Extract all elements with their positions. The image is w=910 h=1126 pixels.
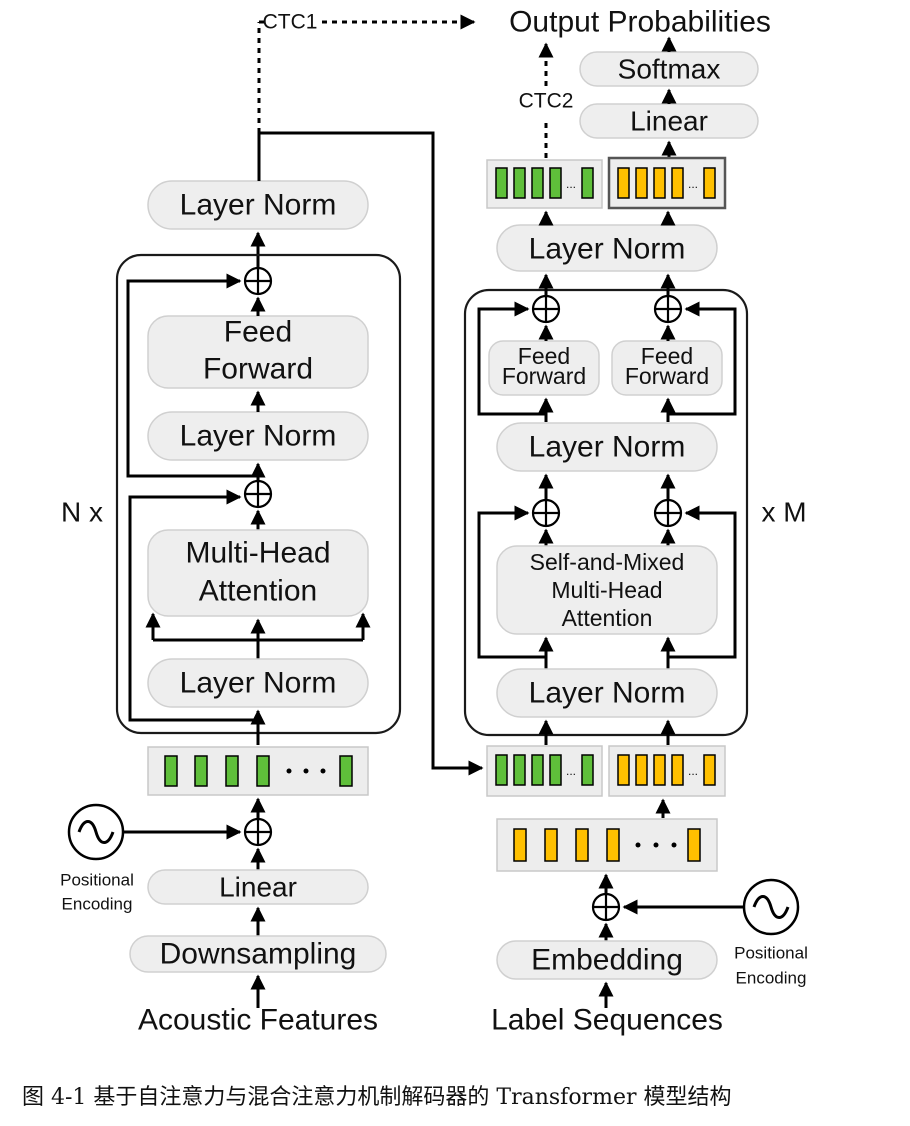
embedding-block: Embedding [496, 940, 718, 980]
encoder-positional-encoding-icon [67, 803, 125, 861]
encoder-layer-norm-mid-label: Layer Norm [180, 420, 337, 453]
encoder-attn-line1: Multi-Head [185, 537, 330, 570]
decoder-pe-line1: Positional [734, 944, 808, 963]
decoder-label-tokens [496, 818, 718, 872]
decoder-residual-bottom-left [477, 505, 546, 659]
decoder-layer-stack [463, 288, 749, 737]
decoder-layer-norm-mid: Layer Norm [496, 422, 718, 472]
decoder-add-mid-right-icon [653, 498, 683, 528]
decoder-attn-line2: Multi-Head [551, 577, 662, 603]
decoder-output-green-tokens: ... [486, 159, 603, 209]
softmax-block: Softmax [579, 51, 759, 87]
decoder-ff-right-line2: Forward [625, 363, 709, 389]
encoder-residual-top [126, 273, 258, 478]
ellipsis: ... [566, 177, 576, 191]
encoder-layer-norm-mid: Layer Norm [147, 411, 369, 461]
decoder-ff-left-line1: Feed [518, 343, 570, 369]
decoder-output-orange-tokens: ... [607, 156, 727, 210]
encoder-attn-line2: Attention [199, 575, 317, 608]
decoder-layer-norm-top: Layer Norm [496, 224, 718, 272]
decoder-pe-line2: Encoding [736, 969, 807, 988]
acoustic-features-label: Acoustic Features [138, 1004, 378, 1037]
decoder-attn-line1: Self-and-Mixed [530, 549, 685, 575]
decoder-feed-forward-left: Feed Forward [488, 340, 600, 396]
output-probabilities-label: Output Probabilities [509, 6, 771, 39]
encoder-pe-line2: Encoding [62, 895, 133, 914]
embedding-label: Embedding [531, 944, 683, 977]
decoder-add-top-left-icon [531, 294, 561, 324]
encoder-residual-bottom [128, 489, 258, 722]
encoder-layer-norm-bottom: Layer Norm [147, 658, 369, 708]
decoder-layer-norm-mid-label: Layer Norm [529, 431, 686, 464]
decoder-repeat-label: x M [761, 497, 806, 528]
decoder-layer-norm-top-label: Layer Norm [529, 233, 686, 266]
encoder-add-pos-icon [243, 817, 273, 847]
decoder-add-top-right-icon [653, 294, 683, 324]
decoder-layer-norm-bottom: Layer Norm [496, 668, 718, 718]
decoder-residual-top-right [668, 301, 737, 416]
ellipsis: ... [688, 764, 698, 778]
decoder-layer-norm-bottom-label: Layer Norm [529, 677, 686, 710]
encoder-multi-head-attention: Multi-Head Attention [147, 529, 369, 617]
decoder-linear-label: Linear [630, 106, 708, 137]
encoder-ff-line2: Forward [203, 353, 313, 386]
decoder-residual-top-left [477, 301, 546, 416]
encoder-linear-label: Linear [219, 872, 297, 903]
encoder-feed-forward: Feed Forward [147, 315, 369, 389]
encoder-layer-norm-bottom-label: Layer Norm [180, 667, 337, 700]
encoder-input-tokens [147, 746, 369, 796]
downsampling-block: Downsampling [129, 935, 387, 973]
encoder-to-decoder-connection [257, 131, 484, 776]
ellipsis: ... [688, 177, 698, 191]
decoder-residual-bottom-right [668, 505, 737, 659]
decoder-feed-forward-right: Feed Forward [611, 340, 723, 396]
ctc1-label: CTC1 [263, 11, 318, 34]
figure-caption: 图 4-1 基于自注意力与混合注意力机制解码器的 Transformer 模型结… [22, 1085, 731, 1110]
decoder-ff-right-line1: Feed [641, 343, 693, 369]
decoder-linear-block: Linear [579, 103, 759, 139]
downsampling-label: Downsampling [160, 938, 357, 971]
decoder-add-mid-left-icon [531, 498, 561, 528]
encoder-layer-norm-top: Layer Norm [147, 180, 369, 230]
decoder-self-mixed-attention: Self-and-Mixed Multi-Head Attention [496, 545, 718, 635]
encoder-repeat-label: N x [61, 497, 103, 528]
label-sequences-label: Label Sequences [491, 1004, 723, 1037]
encoder-add-top-icon [243, 266, 273, 296]
softmax-label: Softmax [618, 54, 721, 85]
ctc2-label: CTC2 [519, 90, 574, 113]
encoder-ff-line1: Feed [224, 316, 292, 349]
decoder-positional-encoding-icon [742, 878, 800, 936]
decoder-input-green-tokens: ... [486, 745, 603, 797]
decoder-add-pos-icon [591, 892, 621, 922]
encoder-pe-line1: Positional [60, 871, 134, 890]
encoder-add-mid-icon [243, 479, 273, 509]
decoder-input-orange-tokens: ... [608, 745, 726, 797]
encoder-linear-block: Linear [147, 869, 369, 905]
encoder-layer-norm-top-label: Layer Norm [180, 189, 337, 222]
ellipsis: ... [566, 764, 576, 778]
decoder-attn-line3: Attention [562, 605, 653, 631]
decoder-ff-left-line2: Forward [502, 363, 586, 389]
